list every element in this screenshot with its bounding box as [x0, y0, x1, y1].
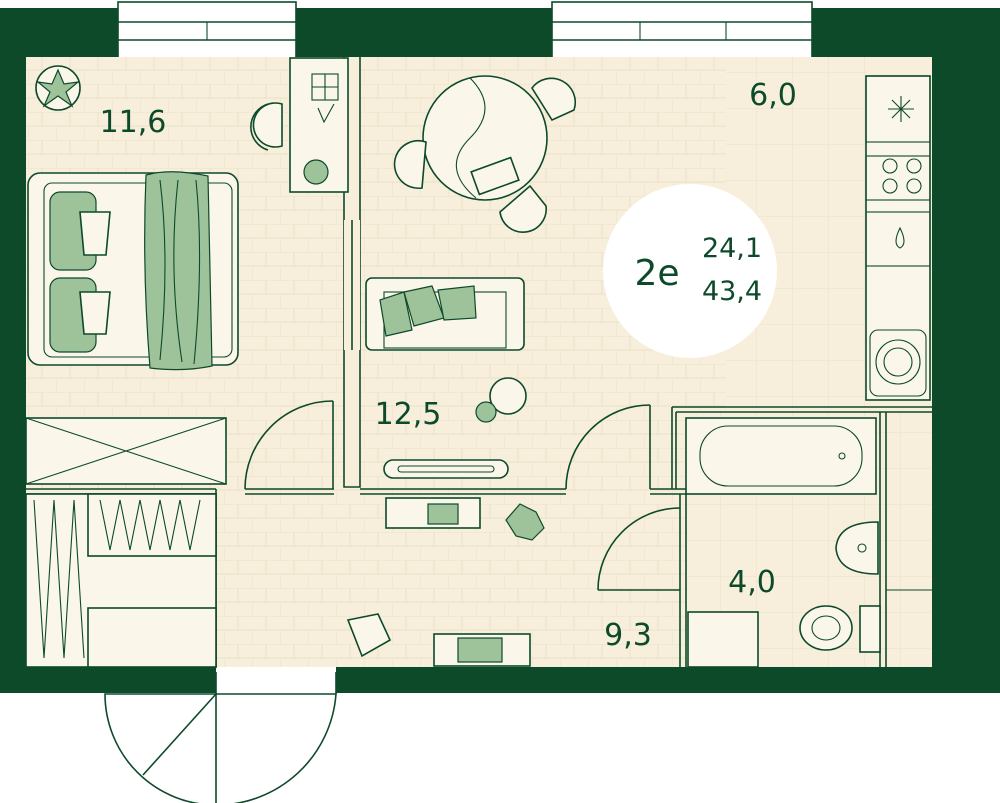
dining-chairs — [393, 77, 577, 233]
plant-bedroom — [35, 65, 81, 111]
door-bedroom — [244, 400, 334, 490]
area-badge-circle — [603, 184, 777, 358]
window-right — [551, 1, 813, 61]
shelf-hall-top — [385, 497, 481, 529]
area-badge: 2е 24,1 43,4 — [603, 184, 777, 358]
desk-chair — [250, 102, 283, 151]
coffee-table — [475, 377, 527, 423]
bed — [27, 171, 239, 371]
wardrobe-hall — [25, 493, 217, 668]
washing-machine — [687, 611, 759, 668]
dining-table — [422, 75, 548, 201]
living-room-area-label: 12,5 — [375, 397, 442, 432]
entrance-door — [104, 667, 337, 803]
chair-hall — [346, 613, 392, 658]
door-living — [565, 404, 651, 490]
plant-hall — [505, 503, 545, 541]
sink — [835, 521, 879, 575]
bathroom-area-label: 4,0 — [728, 565, 776, 600]
window-left — [117, 1, 297, 61]
bathtub — [685, 417, 877, 495]
apartment-type-label: 2е — [634, 253, 679, 294]
kitchen-counter — [865, 75, 931, 401]
tv-stand — [383, 459, 509, 479]
sofa — [365, 277, 525, 351]
living-area-value: 24,1 — [702, 233, 762, 264]
hall-area-label: 9,3 — [604, 618, 652, 653]
desk — [289, 57, 349, 193]
door-bathroom — [597, 507, 681, 591]
bedroom-area-label: 11,6 — [100, 105, 167, 140]
toilet — [799, 605, 881, 653]
kitchen-area-label: 6,0 — [749, 78, 797, 113]
wardrobe-bedroom — [25, 417, 227, 485]
shelf-hall-bottom — [433, 633, 531, 667]
total-area-value: 43,4 — [702, 276, 762, 307]
